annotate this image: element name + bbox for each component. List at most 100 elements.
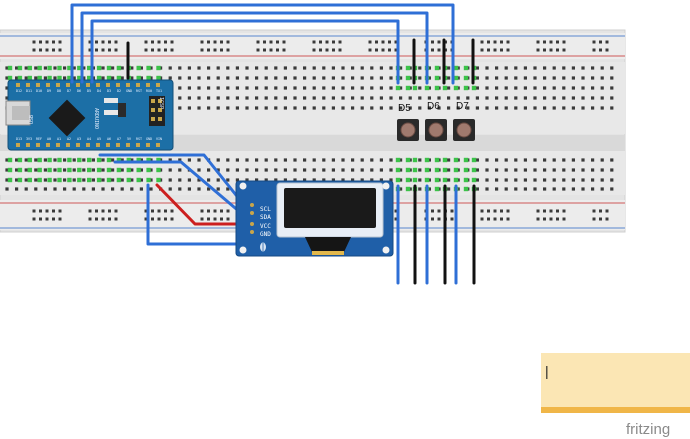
breadboard-hole — [591, 106, 595, 110]
breadboard-hole — [216, 96, 220, 100]
breadboard-hole — [370, 178, 374, 182]
connected-hole — [136, 75, 141, 81]
breadboard-hole — [581, 66, 585, 70]
rail-hole — [45, 48, 49, 52]
connected-hole — [77, 75, 82, 81]
breadboard-hole — [514, 168, 518, 172]
rail-hole — [388, 48, 391, 52]
breadboard-hole — [331, 86, 335, 90]
rail-hole — [605, 48, 609, 52]
push-button-d7 — [453, 119, 475, 141]
icsp-pin — [158, 108, 162, 112]
rail-hole — [493, 48, 497, 52]
breadboard-hole — [63, 168, 67, 172]
connected-hole — [57, 167, 62, 173]
breadboard-hole — [226, 76, 230, 80]
note-text[interactable]: | — [545, 363, 549, 379]
breadboard-hole — [82, 66, 86, 70]
breadboard-hole — [245, 96, 249, 100]
connected-hole — [442, 85, 448, 91]
connected-hole — [156, 167, 161, 173]
breadboard-hole — [600, 158, 604, 162]
connected-hole — [405, 65, 411, 71]
rail-hole — [58, 217, 62, 221]
connected-hole — [412, 177, 418, 183]
breadboard-hole — [389, 106, 393, 110]
breadboard-hole — [389, 158, 393, 162]
arduino-bottom-pin-label: A5 — [97, 137, 101, 141]
connected-hole — [27, 75, 32, 81]
breadboard-hole — [447, 86, 451, 90]
connected-hole — [136, 157, 141, 163]
arduino-top-pin-label: RX0 — [146, 89, 152, 93]
connected-hole — [67, 157, 72, 163]
breadboard-hole — [341, 168, 345, 172]
breadboard-hole — [485, 66, 489, 70]
rail-hole — [88, 217, 92, 221]
breadboard-hole — [456, 76, 460, 80]
connected-hole — [136, 167, 141, 173]
breadboard-hole — [360, 66, 364, 70]
breadboard-hole — [456, 106, 460, 110]
breadboard-hole — [178, 76, 182, 80]
header-pin — [36, 143, 40, 147]
breadboard-hole — [408, 86, 412, 90]
rail-hole — [437, 217, 441, 221]
rail-hole — [493, 40, 497, 44]
breadboard-hole — [504, 106, 508, 110]
connected-hole — [442, 167, 448, 173]
breadboard-hole — [591, 86, 595, 90]
rail-hole — [226, 48, 230, 52]
connected-hole — [67, 177, 72, 183]
rail-hole — [536, 40, 540, 44]
breadboard-hole — [600, 168, 604, 172]
breadboard-hole — [274, 76, 278, 80]
rail-hole — [220, 40, 223, 44]
breadboard-hole — [514, 66, 518, 70]
breadboard-hole — [543, 168, 547, 172]
rail-hole — [157, 217, 161, 221]
breadboard-hole — [43, 178, 47, 182]
breadboard-hole — [360, 106, 364, 110]
breadboard-hole — [379, 168, 383, 172]
breadboard-hole — [600, 178, 604, 182]
oled-screen — [284, 188, 376, 228]
header-pin — [16, 83, 20, 87]
connected-hole — [116, 75, 122, 81]
arduino-top-pin-label: TX1 — [156, 89, 162, 93]
breadboard-hole — [303, 178, 307, 182]
rail-hole — [480, 209, 484, 213]
arduino-bottom-pin-label: GND — [146, 137, 152, 141]
arduino-top-pin-label: GND — [126, 89, 132, 93]
breadboard-hole — [111, 66, 115, 70]
connected-hole — [87, 65, 92, 71]
breadboard-hole — [399, 96, 403, 100]
connected-hole — [463, 75, 469, 81]
connected-hole — [453, 75, 459, 81]
breadboard-hole — [82, 168, 86, 172]
rail-hole — [45, 209, 49, 213]
note-body[interactable] — [541, 353, 690, 407]
breadboard-hole — [456, 86, 460, 90]
breadboard-hole — [43, 158, 47, 162]
breadboard-hole — [216, 86, 220, 90]
breadboard-hole — [53, 66, 57, 70]
connected-hole — [37, 157, 42, 163]
rail-hole — [226, 40, 230, 44]
push-button-d6 — [425, 119, 447, 141]
mount-hole — [239, 246, 247, 254]
breadboard-hole — [591, 178, 595, 182]
connected-hole — [453, 85, 459, 91]
connected-hole — [7, 157, 13, 163]
breadboard-hole — [351, 106, 355, 110]
breadboard-hole — [543, 187, 547, 191]
led — [104, 110, 118, 115]
rail-hole — [375, 40, 378, 44]
note[interactable]: | — [541, 353, 690, 413]
rail-hole — [381, 48, 385, 52]
breadboard-hole — [466, 96, 470, 100]
breadboard-hole — [187, 106, 191, 110]
header-pin — [86, 83, 90, 87]
breadboard-hole — [591, 96, 595, 100]
